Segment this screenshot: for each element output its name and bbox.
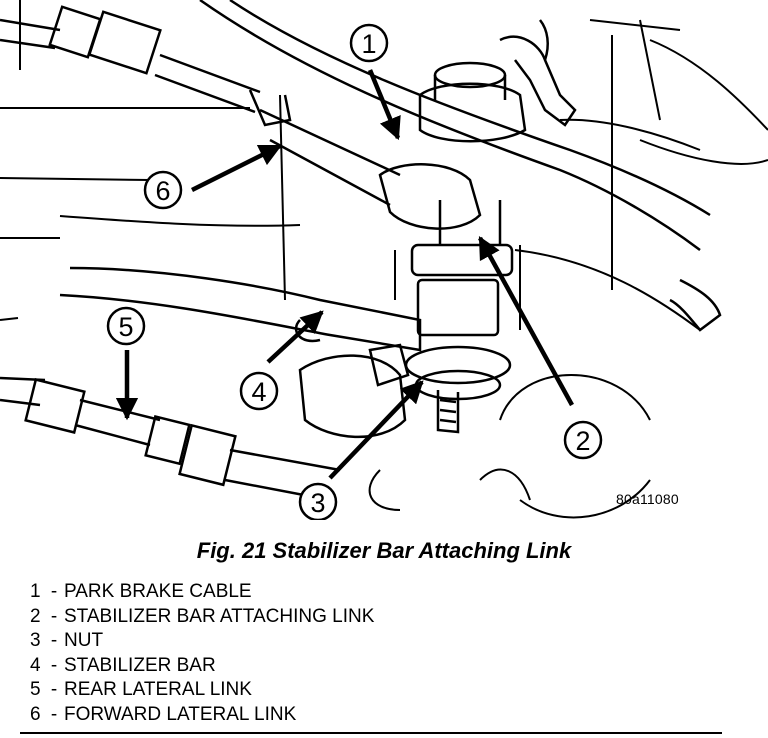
legend-item: 4-STABILIZER BAR (30, 654, 374, 679)
legend-item: 6-FORWARD LATERAL LINK (30, 703, 374, 728)
legend-label: NUT (64, 630, 104, 652)
legend-separator: - (50, 581, 58, 602)
vehicle-structure (0, 0, 768, 519)
forward-lateral-link (0, 5, 401, 207)
legend-separator: - (50, 703, 58, 725)
legend-number: 6 (30, 703, 41, 725)
legend-separator: - (50, 605, 58, 627)
legend-item: 5-REAR LATERAL LINK (30, 678, 374, 703)
legend-number: 5 (30, 679, 41, 701)
line-drawing-figure: 1 2 3 4 5 6 (0, 0, 768, 520)
knuckle-assembly (378, 19, 577, 230)
stabilizer-link (368, 200, 514, 434)
legend-number: 4 (30, 654, 41, 676)
legend-label: FORWARD LATERAL LINK (64, 703, 297, 725)
rear-lateral-link (0, 354, 407, 502)
legend-number: 2 (30, 605, 41, 627)
legend-label: STABILIZER BAR ATTACHING LINK (64, 605, 375, 627)
bottom-divider (20, 732, 722, 734)
legend-label: PARK BRAKE CABLE (64, 581, 252, 602)
legend-item: 2-STABILIZER BAR ATTACHING LINK (30, 605, 374, 630)
legend-number: 1 (30, 581, 41, 602)
legend-separator: - (50, 679, 58, 701)
figure-reference-code: 80a11080 (616, 491, 679, 507)
legend-separator: - (50, 630, 58, 652)
callout-1: 1 (349, 23, 389, 63)
legend-separator: - (50, 654, 58, 676)
figure-caption: Fig. 21 Stabilizer Bar Attaching Link (196, 538, 572, 563)
legend-list: 1-PARK BRAKE CABLE 2-STABILIZER BAR ATTA… (30, 580, 374, 728)
svg-text:1: 1 (361, 29, 376, 59)
legend-label: REAR LATERAL LINK (64, 679, 252, 701)
legend-number: 3 (30, 630, 41, 652)
callout-arrows (115, 69, 574, 480)
callout-2: 2 (563, 420, 603, 460)
callout-4: 4 (239, 371, 279, 411)
callout-6: 6 (143, 170, 183, 210)
svg-text:6: 6 (155, 176, 170, 206)
legend-item: 3-NUT (30, 629, 374, 654)
legend-label: STABILIZER BAR (64, 654, 216, 676)
callout-5: 5 (106, 306, 146, 346)
svg-text:4: 4 (251, 377, 266, 407)
legend-item: 1-PARK BRAKE CABLE (30, 580, 374, 605)
svg-text:2: 2 (575, 426, 590, 456)
svg-text:3: 3 (310, 488, 325, 518)
svg-text:5: 5 (118, 312, 133, 342)
callout-3: 3 (298, 482, 338, 520)
